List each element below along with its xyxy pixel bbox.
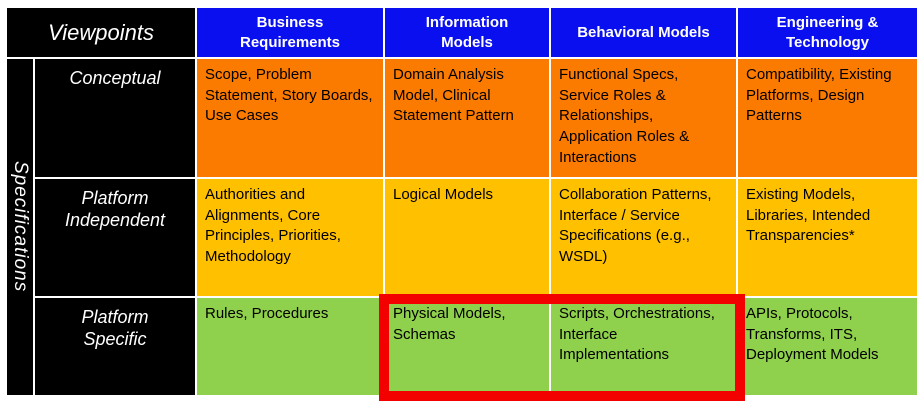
matrix-cell-conceptual-behavioral: Functional Specs, Service Roles & Relati… [551, 59, 736, 177]
column-header-business-requirements: Business Requirements [197, 8, 383, 57]
matrix-cell-specific-information: Physical Models, Schemas [385, 298, 549, 395]
column-header-information-models: Information Models [385, 8, 549, 57]
viewpoints-label: Viewpoints [48, 19, 154, 45]
viewpoints-corner-cell: Viewpoints [7, 8, 195, 57]
matrix-cell-conceptual-information: Domain Analysis Model, Clinical Statemen… [385, 59, 549, 177]
column-header-engineering-technology: Engineering & Technology [738, 8, 917, 57]
matrix-cell-independent-behavioral: Collaboration Patterns, Interface / Serv… [551, 179, 736, 296]
specification-matrix: Viewpoints Business Requirements Informa… [7, 8, 917, 395]
column-header-behavioral-models: Behavioral Models [551, 8, 736, 57]
row-label-platform-specific: Platform Specific [35, 298, 195, 395]
matrix-cell-specific-business: Rules, Procedures [197, 298, 383, 395]
row-label-conceptual: Conceptual [35, 59, 195, 177]
matrix-cell-independent-business: Authorities and Alignments, Core Princip… [197, 179, 383, 296]
matrix-cell-conceptual-business: Scope, Problem Statement, Story Boards, … [197, 59, 383, 177]
specifications-side-label: Specifications [7, 59, 33, 395]
row-label-platform-independent: Platform Independent [35, 179, 195, 296]
matrix-cell-conceptual-engineering: Compatibility, Existing Platforms, Desig… [738, 59, 917, 177]
matrix-cell-independent-information: Logical Models [385, 179, 549, 296]
matrix-cell-independent-engineering: Existing Models, Libraries, Intended Tra… [738, 179, 917, 296]
matrix-cell-specific-behavioral: Scripts, Orchestrations, Interface Imple… [551, 298, 736, 395]
matrix-cell-specific-engineering: APIs, Protocols, Transforms, ITS, Deploy… [738, 298, 917, 395]
